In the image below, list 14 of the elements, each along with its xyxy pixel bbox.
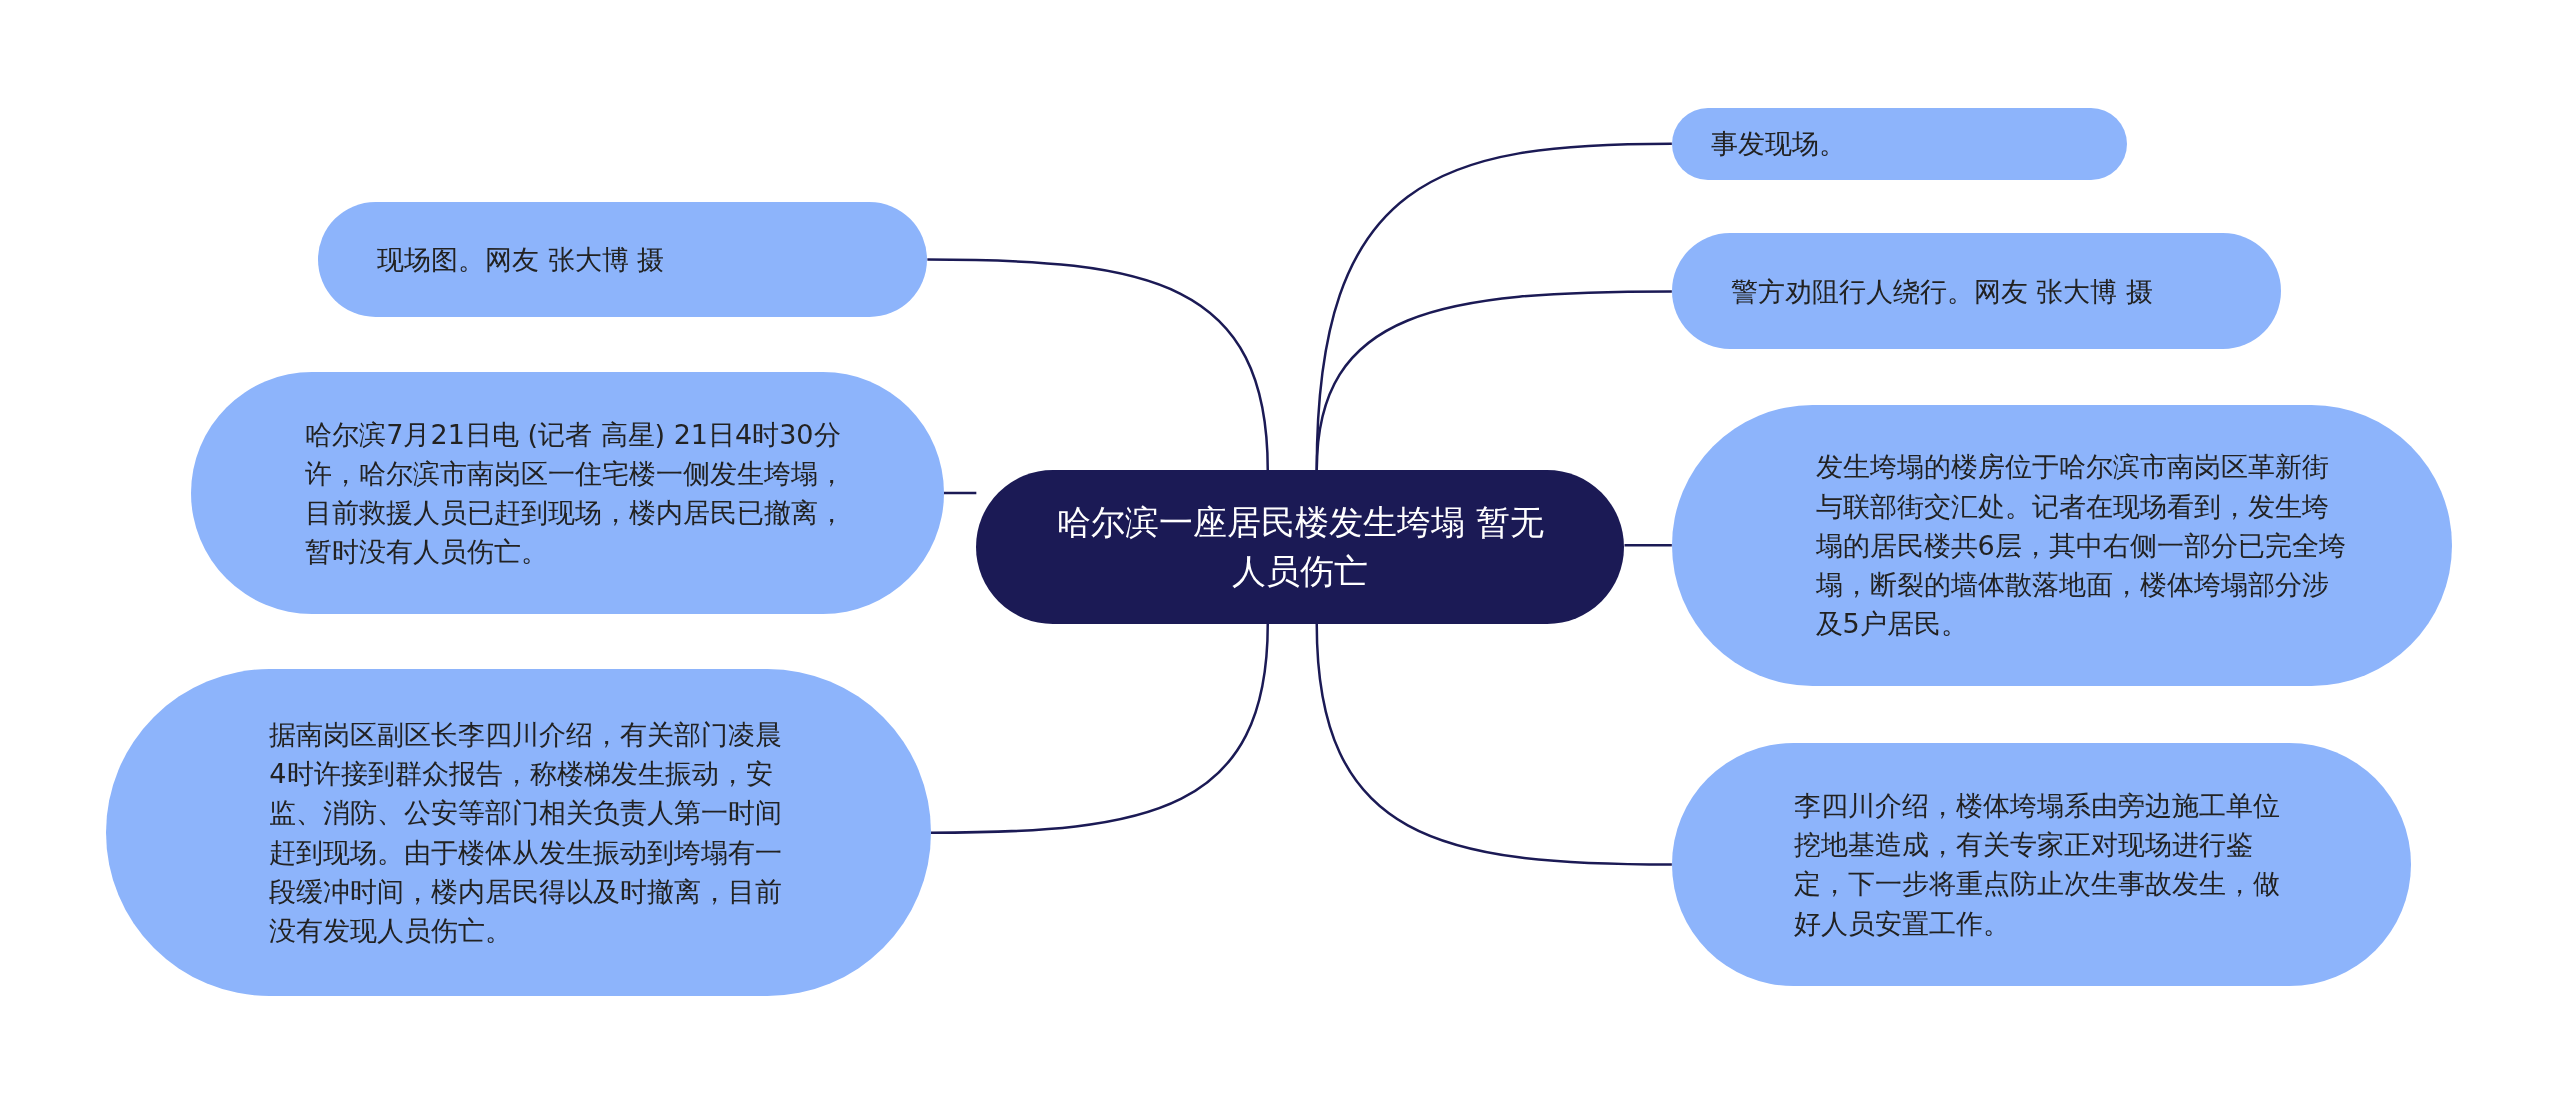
node-text: 李四川介绍，楼体垮塌系由旁边施工单位挖地基造成，有关专家正对现场进行鉴定，下一步将重点防止次生事故发生，做好人员安置工作。 <box>1794 789 2282 941</box>
connector-line <box>943 491 977 495</box>
node-text: 事发现场。 <box>1711 127 1846 162</box>
node-text: 据南岗区副区长李四川介绍，有关部门凌晨4时许接到群众报告，称楼梯发生振动，安监、消防、公安等部门相关负责人第一时间赶到现场。由于楼体从发生振动到垮塌有一段缓冲时间，楼内居民得以及时撤离，目前没有发现人员伤亡。 <box>269 718 784 948</box>
connector-line <box>930 623 1269 834</box>
node-text: 警方劝阻行人绕行。网友 张大博 摄 <box>1730 274 2153 309</box>
node-text: 哈尔滨7月21日电 (记者 高星) 21日4时30分许，哈尔滨市南岗区一住宅楼一侧发生垮塌，目前救援人员已赶到现场，楼内居民已撤离，暂时没有人员伤亡。 <box>305 417 847 570</box>
connector-line <box>927 258 1269 471</box>
node-text: 发生垮塌的楼房位于哈尔滨市南岗区革新街与联部街交汇处。记者在现场看到，发生垮塌的居民楼共6层，其中右侧一部分已完全垮塌，断裂的墙体散落地面，楼体垮塌部分涉及5户居民。 <box>1815 450 2347 641</box>
connector-line <box>1624 544 1672 547</box>
node-text: 哈尔滨一座居民楼发生垮塌 暂无人员伤亡 <box>1056 500 1545 593</box>
node-text: 现场图。网友 张大博 摄 <box>377 243 665 277</box>
connector-line <box>1315 623 1672 866</box>
connector-line <box>1315 290 1672 471</box>
